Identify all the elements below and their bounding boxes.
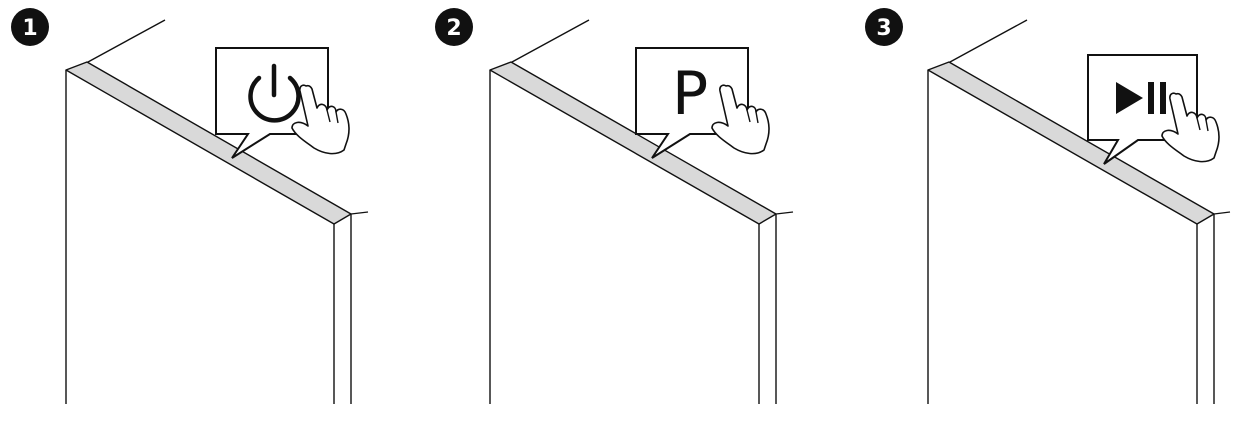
step-3-badge: 3 xyxy=(865,8,903,46)
step-1-badge: 1 xyxy=(11,8,49,46)
step-2-badge: 2 xyxy=(435,8,473,46)
power-icon xyxy=(248,63,301,123)
svg-text:3: 3 xyxy=(876,16,891,41)
step-2-panel: P xyxy=(489,19,794,404)
step-3-panel xyxy=(927,19,1231,404)
step-1-panel xyxy=(65,19,369,404)
letter-p-button: P xyxy=(672,59,708,129)
svg-text:2: 2 xyxy=(446,16,461,41)
svg-text:1: 1 xyxy=(22,16,37,41)
play-pause-icon xyxy=(1116,82,1166,114)
